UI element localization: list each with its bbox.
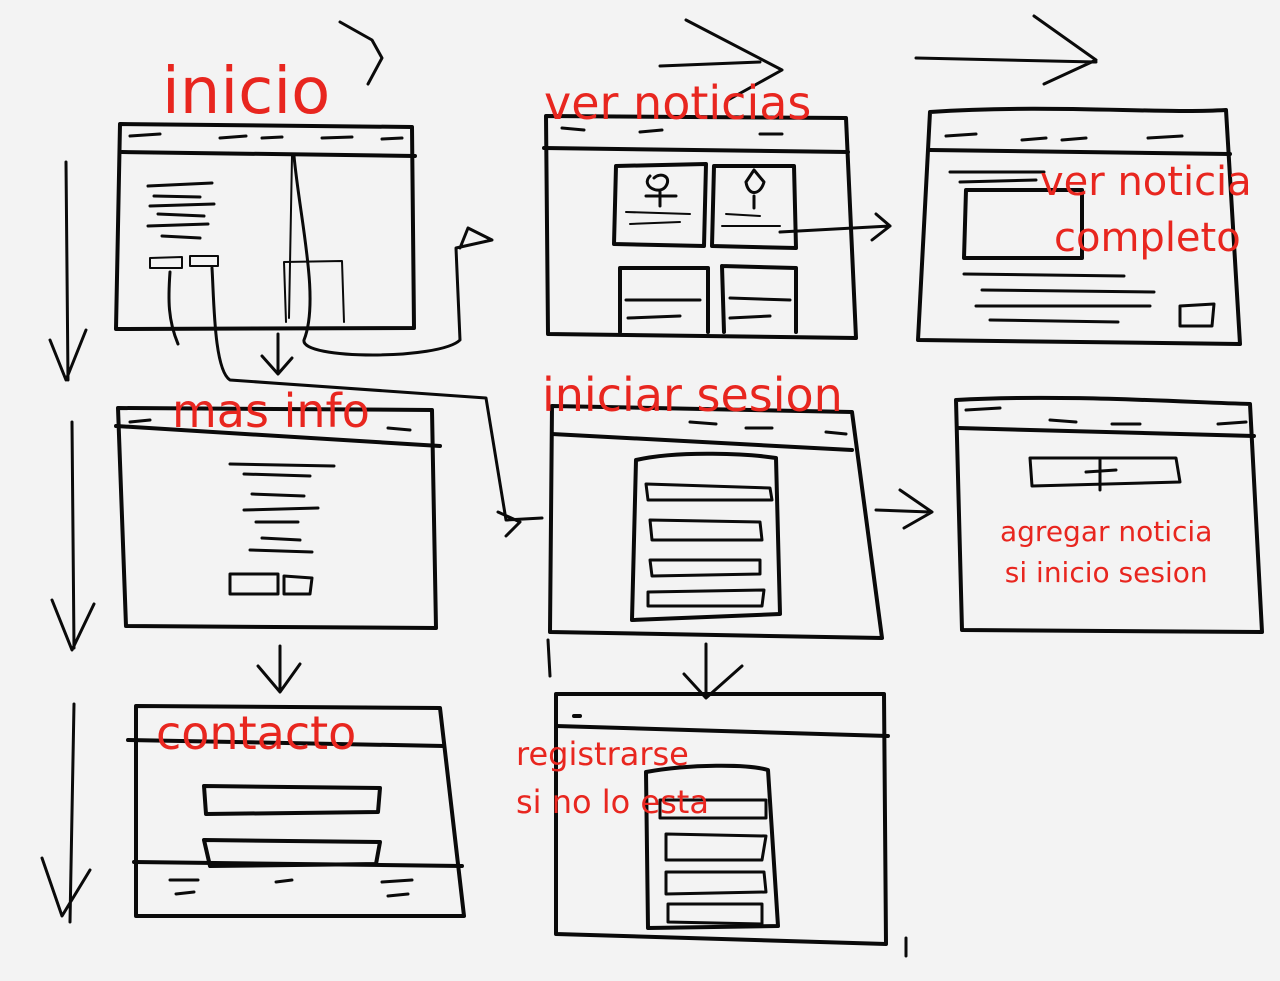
screen-ver-noticia-completo xyxy=(916,106,1242,346)
label-registrarse: registrarse si no lo esta xyxy=(516,730,709,826)
label-inicio: inicio xyxy=(162,55,331,129)
screen-mas-info xyxy=(114,406,442,630)
screen-registrarse xyxy=(554,692,890,946)
label-completo: completo xyxy=(1054,215,1241,261)
label-mas-info: mas info xyxy=(172,384,370,438)
flow-arrows xyxy=(40,14,1098,958)
screen-inicio xyxy=(114,122,417,331)
screen-contacto xyxy=(126,704,466,918)
label-agregar-noticia-line1: agregar noticia xyxy=(1000,515,1213,548)
label-agregar-noticia: agregar noticia si inicio sesion xyxy=(1000,512,1212,593)
label-registrarse-line1: registrarse xyxy=(516,735,689,773)
screen-ver-noticias xyxy=(542,114,858,340)
screen-agregar-noticia xyxy=(954,395,1264,634)
label-agregar-noticia-line2: si inicio sesion xyxy=(1004,555,1208,589)
label-ver-noticia: ver noticia xyxy=(1040,159,1252,205)
label-iniciar-sesion: iniciar sesion xyxy=(542,368,843,422)
label-contacto: contacto xyxy=(156,706,357,760)
label-ver-noticias: ver noticias xyxy=(544,76,812,130)
screen-iniciar-sesion xyxy=(548,404,884,640)
label-registrarse-line2: si no lo esta xyxy=(516,783,709,821)
